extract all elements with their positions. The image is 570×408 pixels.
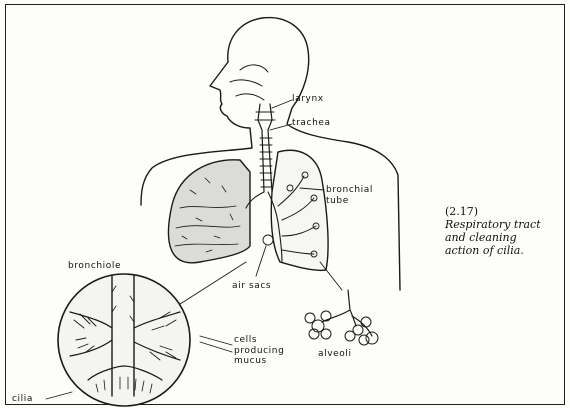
label-cells: cells [234, 336, 257, 345]
caption-line-1: Respiratory tract [445, 218, 563, 231]
right-lung [263, 150, 328, 270]
label-bronchial: bronchial [326, 186, 373, 195]
label-mucus: mucus [234, 357, 267, 366]
label-producing: producing [234, 347, 284, 356]
label-tube: tube [326, 197, 349, 206]
trachea [255, 104, 275, 192]
label-trachea: trachea [292, 119, 331, 128]
caption-number: (2.17) [445, 205, 563, 218]
left-lung [168, 160, 250, 263]
label-cilia: cilia [12, 395, 33, 404]
caption-line-2: and cleaning [445, 231, 563, 244]
figure-caption: (2.17) Respiratory tract and cleaning ac… [445, 205, 563, 257]
label-bronchiole: bronchiole [68, 262, 121, 271]
label-alveoli: alveoli [318, 350, 352, 359]
label-larynx: larynx [292, 95, 324, 104]
alveoli-cluster [305, 290, 378, 345]
label-air-sacs: air sacs [232, 282, 271, 291]
bronchiole-magnified-view [58, 274, 190, 406]
caption-line-3: action of cilia. [445, 244, 563, 257]
